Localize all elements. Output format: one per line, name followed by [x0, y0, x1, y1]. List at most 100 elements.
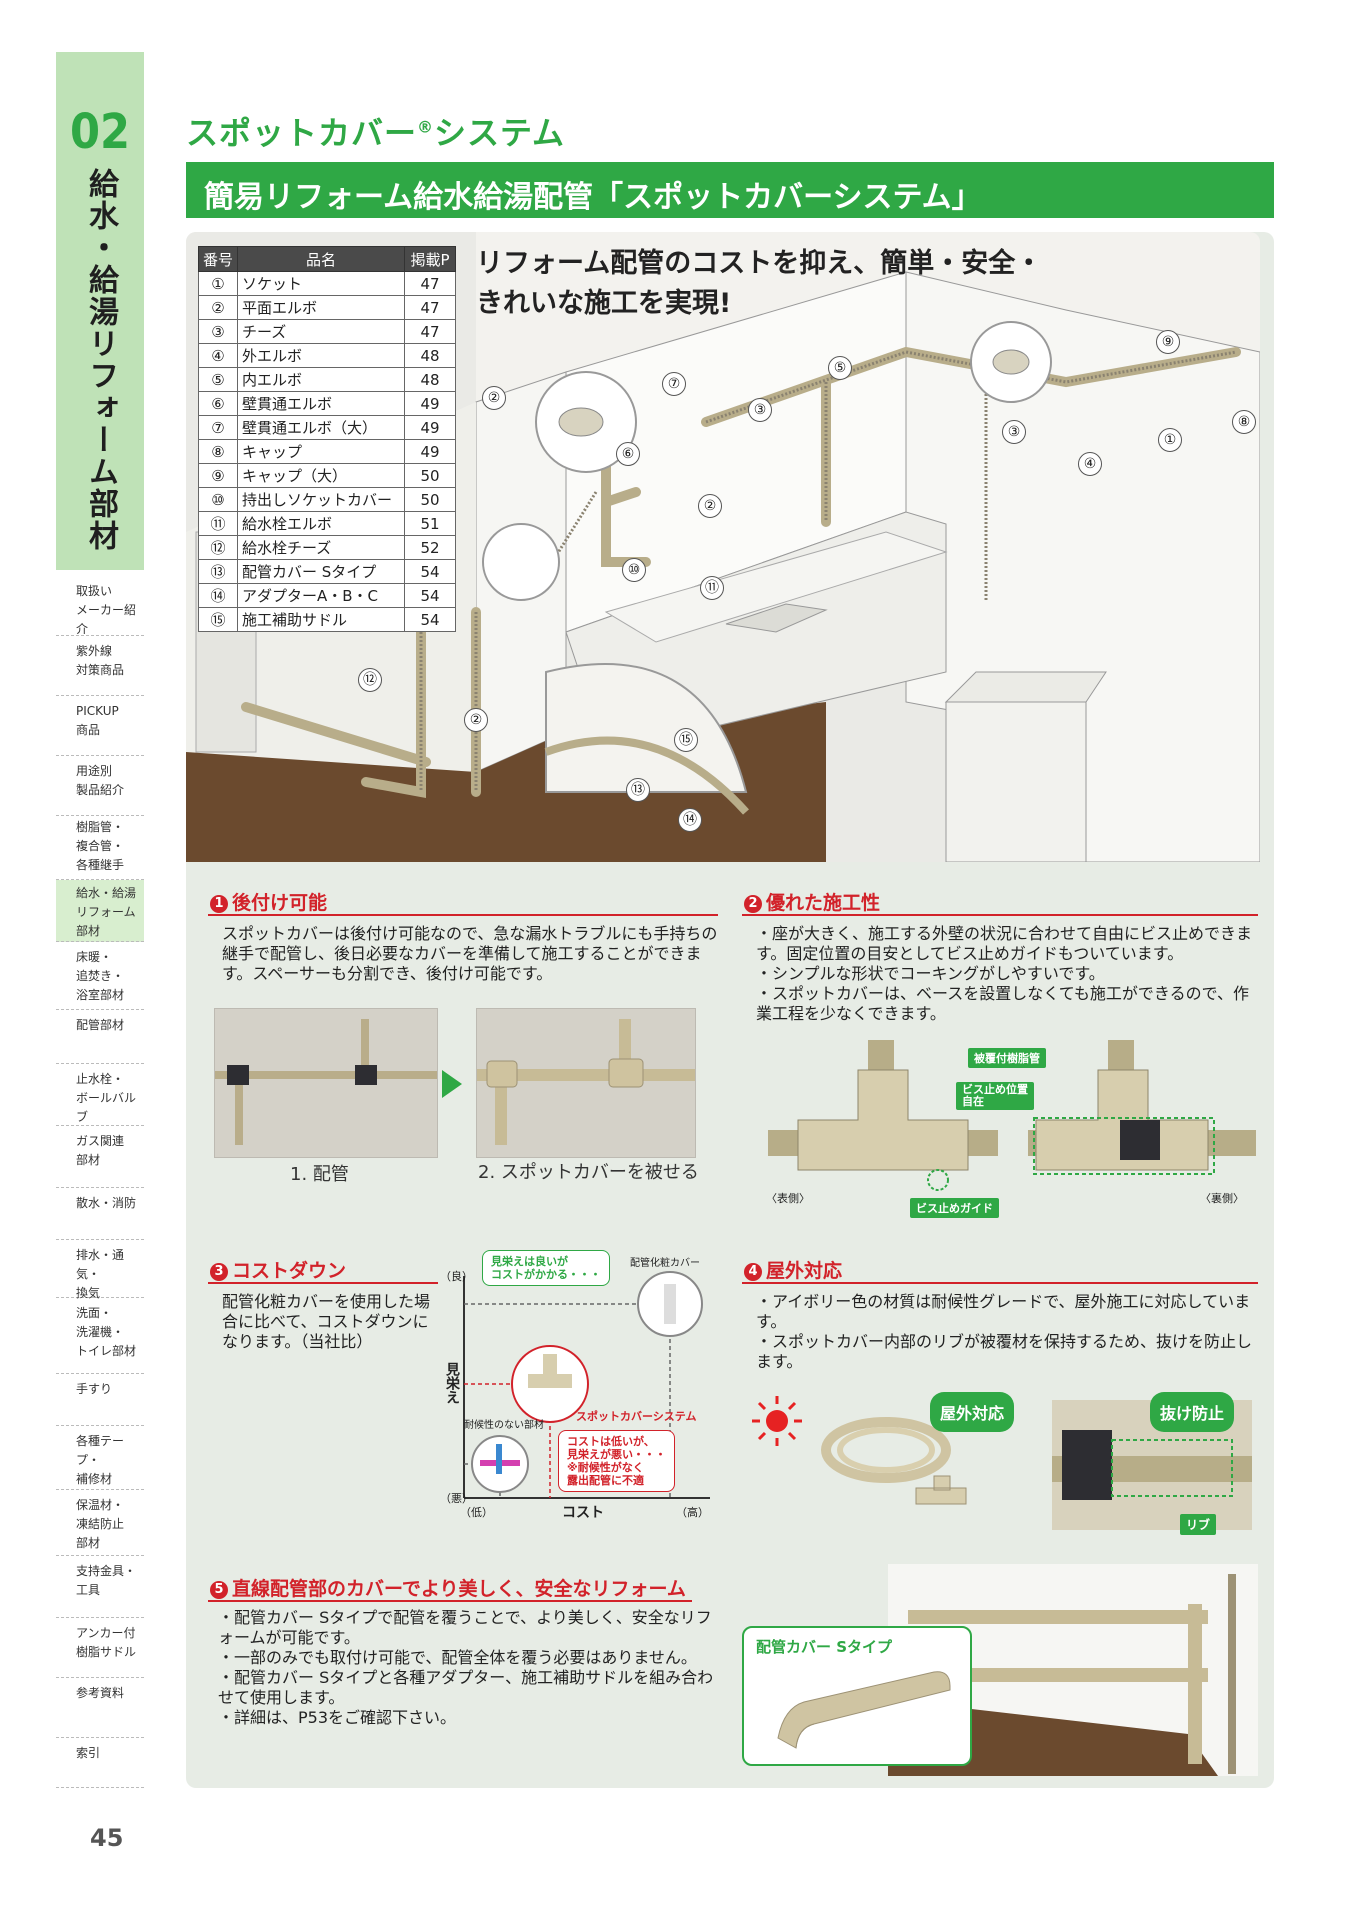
part-page: 49 — [404, 415, 456, 440]
label-system: スポットカバーシステム — [576, 1410, 697, 1423]
rib-cutaway-image — [1052, 1400, 1252, 1530]
part-name: 持出しソケットカバー — [237, 487, 405, 512]
sidebar-item-20[interactable]: 索引 — [56, 1740, 144, 1788]
sidebar-item-7[interactable]: 床暖・ 追焚き・ 浴室部材 — [56, 944, 144, 1010]
callout-number: ⑤ — [828, 356, 852, 380]
arrow-right-icon — [442, 1070, 462, 1098]
part-number: ⑪ — [198, 511, 238, 536]
callout-number: ② — [698, 494, 722, 518]
label-back: 〈裏側〉 — [1200, 1192, 1244, 1205]
sidebar-item-19[interactable]: 参考資料 — [56, 1680, 144, 1738]
sidebar-item-6[interactable]: 給水・給湯 リフォーム 部材 — [56, 880, 144, 942]
s3-number-badge: 3 — [210, 1263, 228, 1281]
y-axis-label: 見栄え — [444, 1362, 460, 1404]
part-name: 施工補助サドル — [237, 607, 405, 632]
sidebar-item-12[interactable]: 排水・通気・ 換気 — [56, 1242, 144, 1300]
sidebar-item-2[interactable]: 紫外線 対策商品 — [56, 638, 144, 696]
bubble-no-slip: 抜け防止 — [1150, 1392, 1235, 1432]
s4-rule — [742, 1282, 1258, 1284]
part-number: ⑩ — [198, 487, 238, 512]
y-low-label: （悪） — [440, 1492, 473, 1505]
header-no: 番号 — [198, 246, 238, 272]
s2-number-badge: 2 — [744, 895, 762, 913]
part-number: ⑨ — [198, 463, 238, 488]
tag-rib: リブ — [1180, 1514, 1217, 1535]
pipe-coil-image — [816, 1400, 986, 1520]
s4-bullet-2: ・スポットカバー内部のリブが被覆材を保持するため、抜けを防止します。 — [756, 1332, 1253, 1371]
tee-diagram-art — [768, 1040, 1256, 1191]
s5-bullet-1: ・配管カバー Sタイプで配管を覆うことで、より美しく、安全なリフォームが可能です… — [218, 1608, 712, 1647]
part-number: ⑥ — [198, 391, 238, 416]
chapter-number: 02 — [69, 104, 131, 160]
sidebar-item-18[interactable]: アンカー付 樹脂サドル — [56, 1620, 144, 1678]
sidebar-item-4[interactable]: 用途別 製品紹介 — [56, 758, 144, 816]
sidebar-item-15[interactable]: 各種テープ・ 補修材 — [56, 1428, 144, 1490]
header-page: 掲載P — [404, 246, 456, 272]
s3-rule — [208, 1282, 438, 1284]
chapter-tab — [56, 52, 144, 570]
registered-mark: ® — [417, 117, 435, 137]
callout-number: ⑧ — [1232, 410, 1256, 434]
covered-photo-art — [477, 1009, 695, 1157]
sidebar-item-17[interactable]: 支持金具・ 工具 — [56, 1558, 144, 1618]
sidebar-item-9[interactable]: 止水栓・ ボールバルブ — [56, 1066, 144, 1126]
part-page: 54 — [404, 607, 456, 632]
part-name: 配管カバー Sタイプ — [237, 559, 405, 584]
sidebar-item-14[interactable]: 手すり — [56, 1376, 144, 1426]
page-number: 45 — [90, 1824, 124, 1852]
headline-line-2: きれいな施工を実現! — [476, 288, 732, 319]
sidebar-item-8[interactable]: 配管部材 — [56, 1012, 144, 1064]
sidebar-item-5[interactable]: 樹脂管・ 複合管・ 各種継手 — [56, 814, 144, 880]
s5-rule — [208, 1600, 692, 1602]
sidebar-item-13[interactable]: 洗面・ 洗濯機・ トイレ部材 — [56, 1300, 144, 1374]
sidebar-item-1[interactable]: 取扱い メーカー紹介 — [56, 578, 144, 636]
part-name: 給水栓チーズ — [237, 535, 405, 560]
s5-body: ・配管カバー Sタイプで配管を覆うことで、より美しく、安全なリフォームが可能です… — [218, 1608, 718, 1728]
s2-diagram: 被覆付樹脂管 ビス止め位置 自在 ビス止めガイド 〈表側〉 〈裏側〉 — [766, 1030, 1256, 1218]
s2-body: ・座が大きく、施工する外壁の状況に合わせて自由にビス止めできます。固定位置の目安… — [756, 924, 1256, 1024]
section-title-suffix: システム — [434, 114, 566, 152]
part-number: ① — [198, 271, 238, 296]
sidebar-item-10[interactable]: ガス関連 部材 — [56, 1128, 144, 1188]
tag-screw-guide: ビス止めガイド — [910, 1198, 999, 1218]
s1-rule — [208, 914, 718, 916]
sun-icon — [752, 1396, 802, 1446]
s1-caption-1: 1. 配管 — [290, 1164, 349, 1185]
callout-number: ③ — [748, 398, 772, 422]
sidebar-item-3[interactable]: PICKUP 商品 — [56, 698, 144, 756]
s2-title: 優れた施工性 — [766, 892, 881, 914]
bubble-outdoor: 屋外対応 — [930, 1392, 1015, 1432]
s4-body: ・アイボリー色の材質は耐候性グレードで、屋外施工に対応しています。 ・スポットカ… — [756, 1292, 1256, 1372]
callout-number: ⑪ — [700, 576, 724, 600]
part-page: 49 — [404, 391, 456, 416]
part-number: ③ — [198, 319, 238, 344]
label-no-weather: 耐候性のない部材 — [464, 1420, 544, 1431]
sidebar-item-11[interactable]: 散水・消防 — [56, 1190, 144, 1240]
part-number: ⑫ — [198, 535, 238, 560]
part-number: ② — [198, 295, 238, 320]
s3-body: 配管化粧カバーを使用した場合に比べて、コストダウンになります。（当社比） — [222, 1292, 431, 1351]
section-title: スポットカバー®システム — [186, 108, 565, 154]
callout-number: ② — [482, 386, 506, 410]
s1-title: 後付け可能 — [232, 892, 328, 914]
header-name: 品名 — [237, 246, 405, 272]
chapter-title: 給水・給湯リフォーム部材 — [83, 168, 118, 552]
callout-number: ⑨ — [1156, 330, 1180, 354]
sidebar-item-16[interactable]: 保温材・ 凍結防止 部材 — [56, 1492, 144, 1556]
part-name: 壁貫通エルボ（大） — [237, 415, 405, 440]
part-page: 54 — [404, 559, 456, 584]
part-page: 51 — [404, 511, 456, 536]
x-low-label: （低） — [460, 1506, 493, 1519]
part-page: 50 — [404, 487, 456, 512]
label-front: 〈表側〉 — [766, 1192, 810, 1205]
